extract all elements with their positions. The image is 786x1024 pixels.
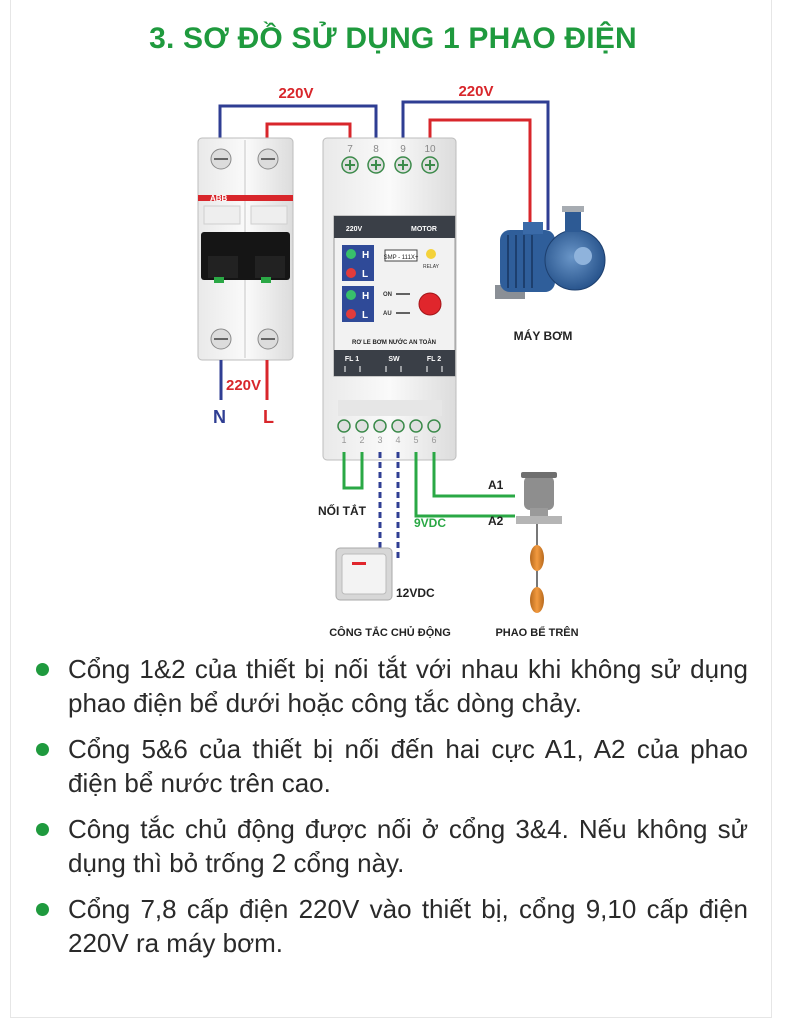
svg-text:ON: ON <box>383 292 392 298</box>
switch-label: CÔNG TẮC CHỦ ĐỘNG <box>329 626 451 639</box>
svg-text:RELAY: RELAY <box>423 264 440 270</box>
relay-led-icon <box>426 249 436 259</box>
neutral-label: N <box>213 407 226 427</box>
notes-list: Cổng 1&2 của thiết bị nối tắt với nhau k… <box>36 652 748 972</box>
a2-label: A2 <box>488 514 504 528</box>
note-item: Cổng 7,8 cấp điện 220V vào thiết bị, cổn… <box>36 892 748 960</box>
float-bulb-icon <box>530 587 544 613</box>
page-frame <box>10 0 772 1018</box>
breaker-brand: ABB <box>210 194 228 203</box>
svg-text:FL 2: FL 2 <box>427 356 441 363</box>
led-h1-icon <box>346 249 356 259</box>
terminal-label: 1 <box>341 435 346 445</box>
wire-blue-out <box>401 100 550 230</box>
terminal-label: 10 <box>424 144 436 155</box>
terminal-label: 5 <box>413 435 418 445</box>
float-label: PHAO BỂ TRÊN <box>495 626 578 639</box>
device-name: RƠ LE BƠM NƯỚC AN TOÀN <box>352 338 436 346</box>
water-pump <box>495 206 606 299</box>
wire-red-out <box>428 118 532 230</box>
note-item: Cổng 5&6 của thiết bị nối đến hai cực A1… <box>36 732 748 800</box>
terminal-label: 2 <box>359 435 364 445</box>
panel-label-220v: 220V <box>346 226 363 233</box>
panel-label-motor: MOTOR <box>411 226 437 233</box>
terminal-label: 8 <box>373 144 379 155</box>
wire-red-in <box>265 122 352 150</box>
vdc12-label: 12VDC <box>396 586 435 600</box>
page-title: 3. SƠ ĐỒ SỬ DỤNG 1 PHAO ĐIỆN <box>149 22 637 55</box>
voltage-label-left: 220V <box>278 85 313 102</box>
svg-text:L: L <box>362 310 368 321</box>
svg-text:H: H <box>362 291 369 302</box>
svg-text:FL 1: FL 1 <box>345 356 359 363</box>
a1-label: A1 <box>488 478 504 492</box>
wire-shorted <box>342 452 364 490</box>
terminal-label: 3 <box>377 435 382 445</box>
svg-text:SW: SW <box>388 356 400 363</box>
svg-text:H: H <box>362 250 369 261</box>
bottom-wires <box>342 452 515 568</box>
terminal-label: 7 <box>347 144 353 155</box>
relay-device: 7 8 9 10 220V MOTOR H L SMP - 111X+ RELA… <box>322 137 457 461</box>
active-switch <box>335 547 393 601</box>
mode-button-icon <box>418 292 442 316</box>
bullet-icon <box>36 663 49 676</box>
note-item: Công tắc chủ động được nối ở cổng 3&4. N… <box>36 812 748 880</box>
live-label: L <box>263 407 274 427</box>
svg-text:L: L <box>362 269 368 280</box>
led-l2-icon <box>346 309 356 319</box>
voltage-label-right: 220V <box>458 83 493 100</box>
wire-blue-in <box>218 104 378 150</box>
circuit-breaker: ABB <box>197 137 294 361</box>
wire-a2 <box>414 452 515 518</box>
bullet-icon <box>36 903 49 916</box>
bullet-icon <box>36 823 49 836</box>
wiring-diagram: 220V 220V ABB 220V N L 7 8 9 10 <box>197 83 606 639</box>
led-h2-icon <box>346 290 356 300</box>
top-wires <box>218 100 550 230</box>
float-bulb-icon <box>530 545 544 571</box>
wire-a1 <box>432 452 515 498</box>
bullet-icon <box>36 743 49 756</box>
terminal-label: 4 <box>395 435 400 445</box>
vdc9-label: 9VDC <box>414 516 446 530</box>
svg-text:AU: AU <box>383 311 392 317</box>
float-switch <box>516 472 562 613</box>
led-l1-icon <box>346 268 356 278</box>
voltage-label-bottom: 220V <box>226 377 261 394</box>
shorted-label: NỐI TẮT <box>318 503 367 518</box>
terminal-label: 9 <box>400 144 406 155</box>
pump-label: MÁY BƠM <box>514 328 573 343</box>
device-model: SMP - 111X+ <box>384 255 419 261</box>
note-item: Cổng 1&2 của thiết bị nối tắt với nhau k… <box>36 652 748 720</box>
terminal-label: 6 <box>431 435 436 445</box>
